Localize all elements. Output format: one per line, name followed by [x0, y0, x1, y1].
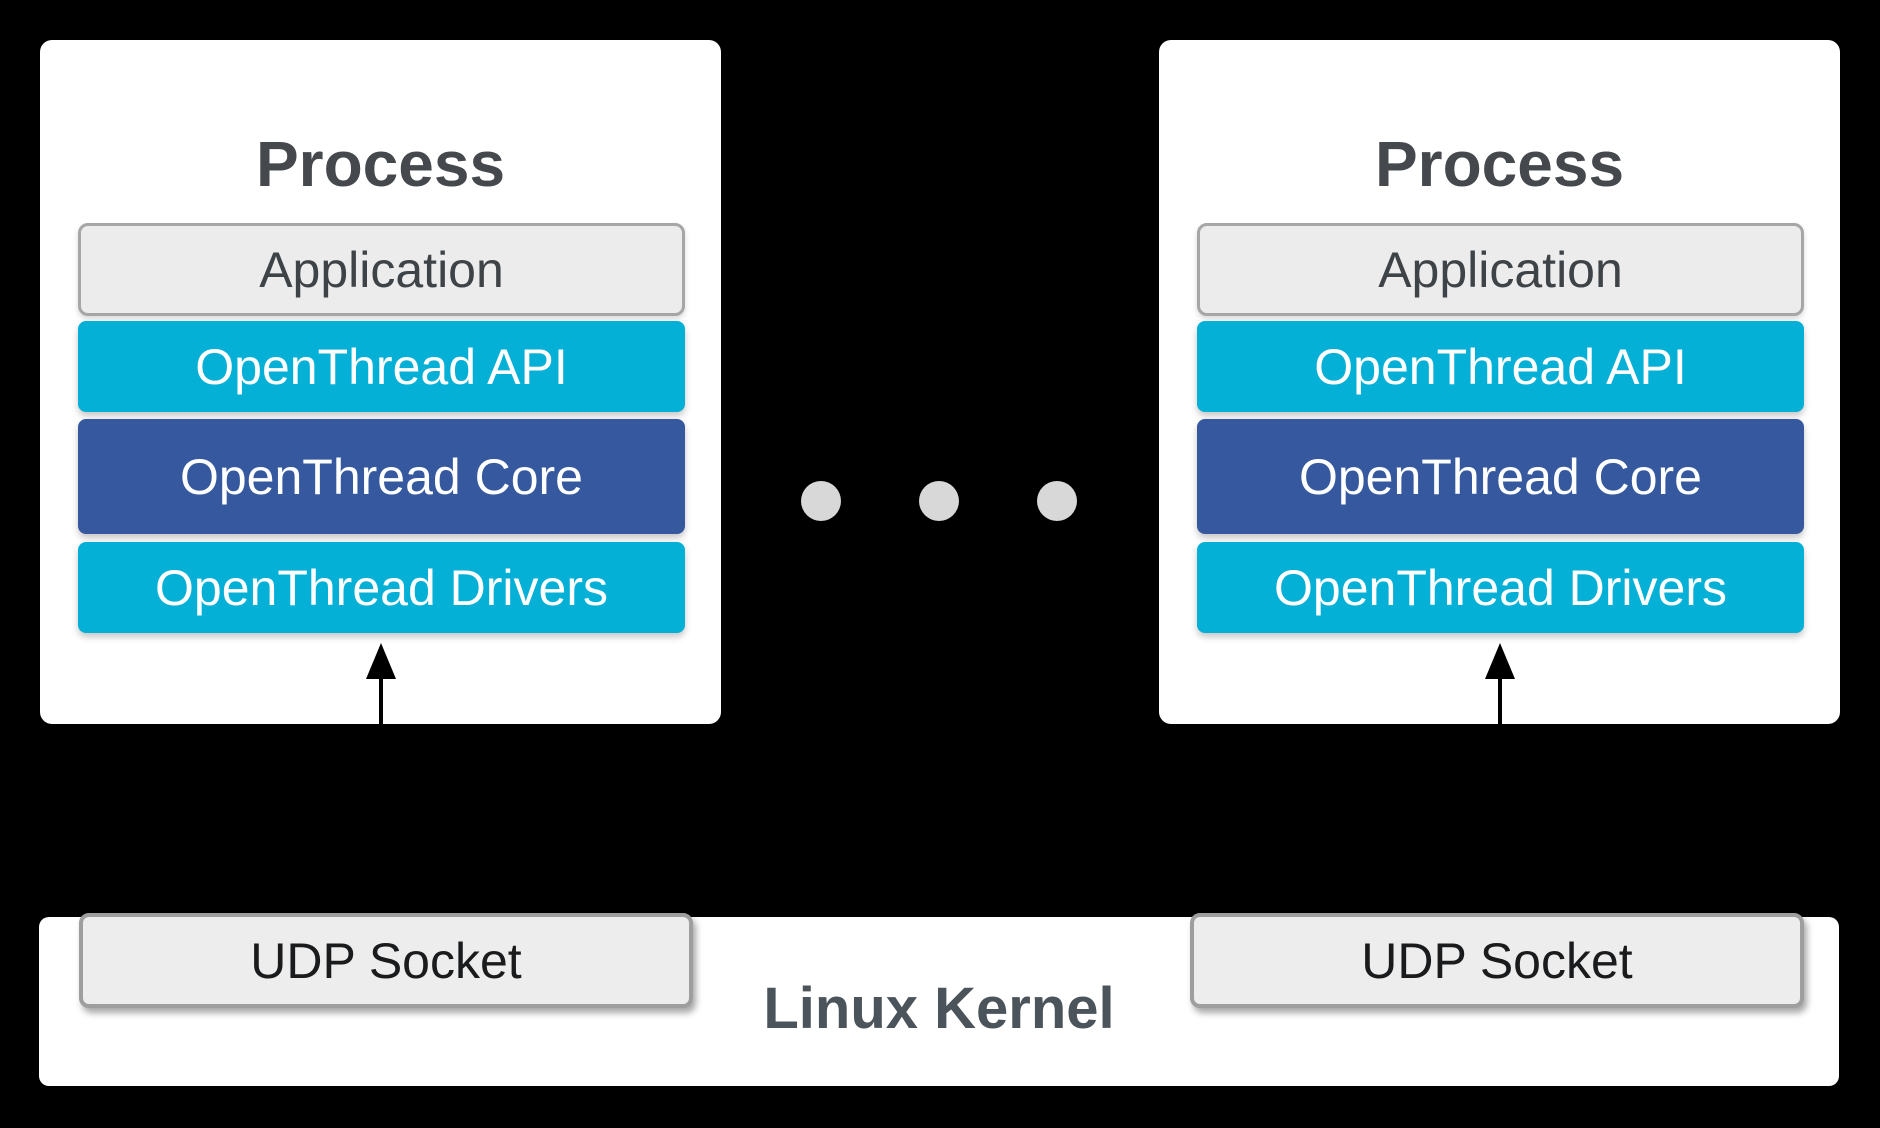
process-card: Process Application OpenThread API OpenT… — [1159, 40, 1840, 724]
up-arrow-icon — [1485, 643, 1515, 724]
linux-kernel-label: Linux Kernel — [763, 976, 1115, 1041]
layer-openthread-api: OpenThread API — [1197, 321, 1804, 412]
ellipsis-dot-icon — [1037, 481, 1077, 521]
layer-openthread-core: OpenThread Core — [78, 419, 685, 534]
arrow-line — [1498, 678, 1502, 724]
ellipsis-dot-icon — [801, 481, 841, 521]
udp-socket-left: UDP Socket — [79, 913, 693, 1008]
up-arrow-icon — [366, 643, 396, 724]
layer-openthread-api: OpenThread API — [78, 321, 685, 412]
process-title: Process — [1374, 128, 1625, 200]
arrow-head-icon — [366, 643, 396, 679]
linux-kernel-bar: UDP Socket UDP Socket Linux Kernel — [39, 913, 1839, 1086]
process-card: Process Application OpenThread API OpenT… — [40, 40, 721, 724]
layer-openthread-core: OpenThread Core — [1197, 419, 1804, 534]
udp-socket-right: UDP Socket — [1190, 913, 1804, 1008]
layer-openthread-drivers: OpenThread Drivers — [78, 542, 685, 633]
ellipsis-dot-icon — [919, 481, 959, 521]
arrow-head-icon — [1485, 643, 1515, 679]
process-title: Process — [255, 128, 506, 200]
ellipsis-dots-icon — [801, 481, 1077, 521]
layer-application: Application — [1197, 223, 1804, 316]
layer-application: Application — [78, 223, 685, 316]
layer-openthread-drivers: OpenThread Drivers — [1197, 542, 1804, 633]
arrow-line — [379, 678, 383, 724]
